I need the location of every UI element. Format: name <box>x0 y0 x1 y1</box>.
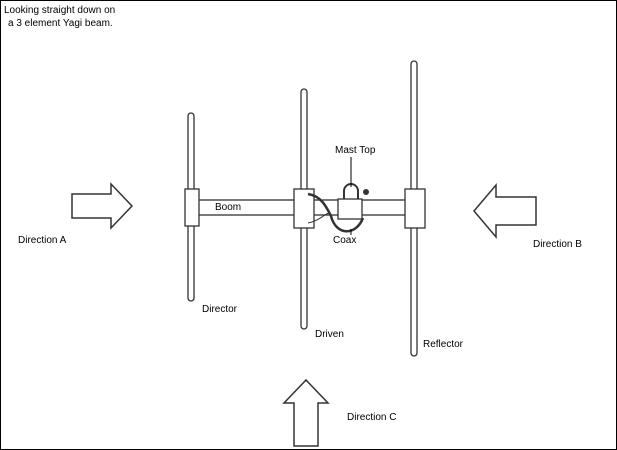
driven-clamp <box>293 188 315 229</box>
label-boom: Boom <box>215 202 241 213</box>
label-driven: Driven <box>315 329 344 340</box>
label-direction-a: Direction A <box>18 235 67 246</box>
label-director: Director <box>202 304 238 315</box>
driven-element-bottom <box>300 218 308 330</box>
mast-clamp <box>337 198 363 220</box>
director-clamp <box>184 188 200 227</box>
label-direction-b: Direction B <box>533 239 582 250</box>
caption-line2: a 3 element Yagi beam. <box>8 18 113 29</box>
arrow-direction-c <box>282 378 330 447</box>
arrow-direction-b <box>473 182 537 240</box>
caption-line1: Looking straight down on <box>4 5 115 16</box>
reflector-clamp <box>404 188 426 229</box>
label-direction-c: Direction C <box>347 412 396 423</box>
label-mast-top: Mast Top <box>335 145 376 156</box>
label-reflector: Reflector <box>423 339 464 350</box>
arrow-direction-a <box>71 182 134 230</box>
coax-cable <box>307 192 365 233</box>
label-coax: Coax <box>333 235 356 246</box>
